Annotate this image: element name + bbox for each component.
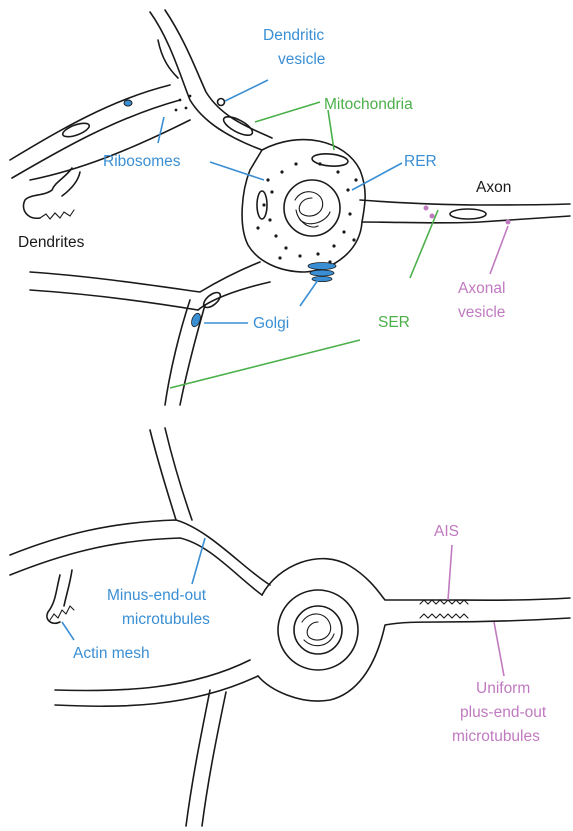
label-uniform-1: Uniform: [476, 680, 530, 697]
label-axonal-vesicle-2: vesicle: [458, 304, 505, 321]
label-minus-end-out-2: microtubules: [122, 611, 210, 628]
label-ser: SER: [378, 314, 410, 331]
label-dendritic-vesicle-2: vesicle: [278, 51, 325, 68]
label-dendritic-vesicle-1: Dendritic: [263, 27, 324, 44]
label-golgi: Golgi: [253, 315, 289, 332]
top-leader-lines: [158, 80, 508, 388]
label-uniform-3: microtubules: [452, 728, 540, 745]
label-actin-mesh: Actin mesh: [73, 645, 150, 662]
label-axonal-vesicle-1: Axonal: [458, 280, 505, 297]
label-mitochondria: Mitochondria: [324, 96, 413, 113]
label-uniform-2: plus-end-out: [460, 704, 547, 721]
label-ribosomes: Ribosomes: [103, 153, 181, 170]
top-neuron-drawing: [10, 10, 570, 405]
label-rer: RER: [404, 153, 437, 170]
label-dendrites: Dendrites: [18, 234, 85, 251]
label-minus-end-out-1: Minus-end-out: [107, 587, 207, 604]
label-axon: Axon: [476, 179, 511, 196]
bottom-neuron-drawing: [10, 428, 570, 826]
label-ais: AIS: [434, 523, 459, 540]
